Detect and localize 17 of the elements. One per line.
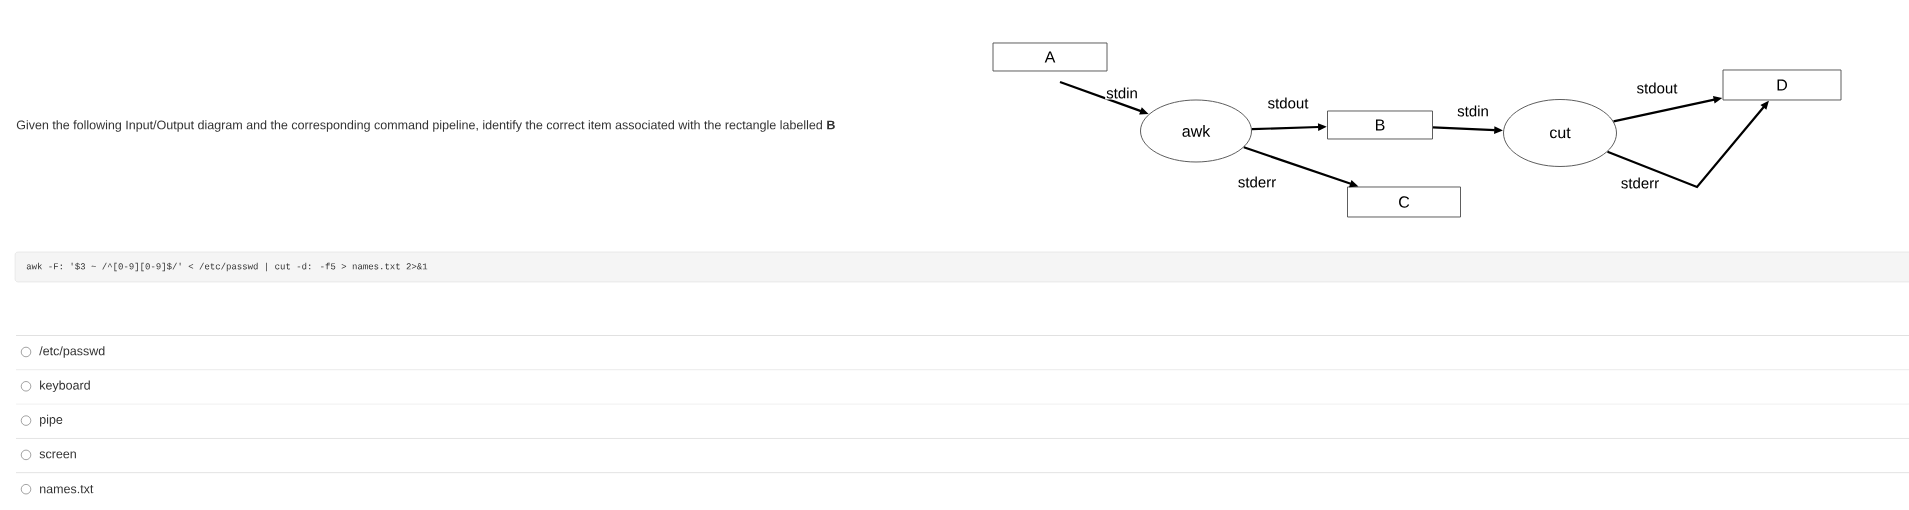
- option-label: screen: [39, 451, 76, 459]
- option-label: keyboard: [40, 380, 90, 393]
- edge-label: stdout: [1266, 96, 1310, 110]
- question-text: Given the following Input/Output diagram and the corresponding command pipeline, identify the correct item associated with the rectangle labelled B: [16, 120, 835, 132]
- edge-label: stdout: [1635, 81, 1679, 95]
- code-block: awk -F: '$3 ~ /^[0-9][0-9]$/' < /etc/passwd | cut -d: -f5 > names.txt 2>&1: [14, 251, 1909, 283]
- labelled-rectangle: C: [1347, 186, 1461, 218]
- option-label: names.txt: [40, 485, 94, 494]
- edge-label: stderr: [1236, 175, 1278, 189]
- labelled-rectangle: B: [1327, 110, 1433, 140]
- edge-label: stdin: [1105, 86, 1139, 100]
- option-label: /etc/passwd: [39, 346, 105, 358]
- labelled-rectangle: A: [992, 42, 1108, 72]
- option-label: pipe: [40, 414, 63, 427]
- edge-label: stderr: [1619, 176, 1661, 190]
- edge-label: stdin: [1456, 104, 1490, 118]
- labelled-rectangle: D: [1722, 69, 1842, 101]
